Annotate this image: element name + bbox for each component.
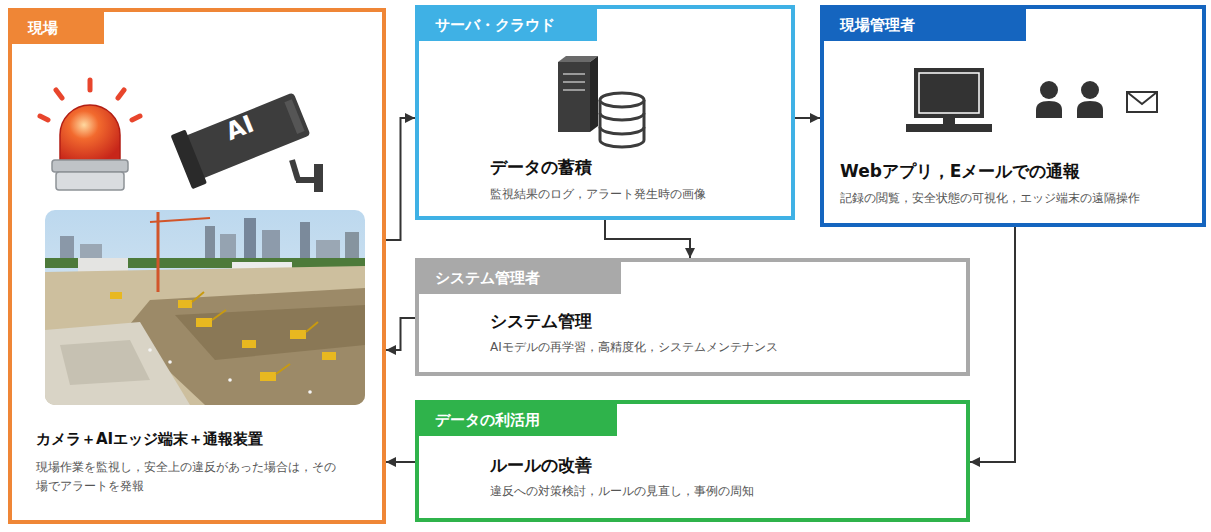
alarm-light [40,80,140,190]
sysadmin-box: システム管理者システム管理 AIモデルの再学習，高精度化，システムメンテナンス [415,258,970,376]
server-icon [558,56,598,132]
box-title: Webアプリ，Eメールでの通報 [840,160,1080,182]
tab-heading: 現場管理者 [824,9,1026,41]
tab-heading: データの利活用 [419,404,617,436]
database-icon [600,93,644,147]
box-description: 監視結果のログ，アラート発生時の画像 [490,185,706,204]
site-box: 現場カメラ＋AIエッジ端末＋通報装置現場作業を監視し，安全上の違反があった場合は… [8,8,386,524]
computer-icon [906,68,992,132]
box-title: カメラ＋AIエッジ端末＋通報装置 [36,430,263,450]
flow-arrow [386,461,415,463]
cloud-box: サーバ・クラウドデータの蓄積監視結果のログ，アラート発生時の画像 [415,5,795,220]
flow-arrow [795,117,820,119]
data-use-box: データの利活用ルールの改善違反への対策検討，ルールの見直し，事例の周知 [415,400,970,522]
tab-heading: 現場 [12,12,104,44]
ai-camera [171,87,323,192]
box-description: AIモデルの再学習，高精度化，システムメンテナンス [490,338,778,357]
box-title: ルールの改善 [490,454,592,476]
manager-box: 現場管理者 Webアプリ，Eメールでの通報記録の閲覧，安全状態の可視化，エッジ端末… [820,5,1206,227]
flow-arrow [605,220,690,258]
box-description: 記録の閲覧，安全状態の可視化，エッジ端末の遠隔操作 [840,189,1140,208]
tab-heading: サーバ・クラウド [419,9,597,41]
box-description: 違反への対策検討，ルールの見直し，事例の周知 [490,482,754,501]
flow-arrow [970,227,1015,462]
site-photo [45,210,365,405]
mail-icon [1127,92,1157,112]
flow-arrow [386,318,415,350]
box-description: 現場作業を監視し，安全上の違反があった場合は，その場でアラートを発報 [36,458,336,496]
flow-arrow [386,118,415,240]
box-title: データの蓄積 [490,156,592,178]
box-title: システム管理 [490,310,592,332]
people-icon [1036,81,1103,118]
tab-heading: システム管理者 [419,262,621,294]
